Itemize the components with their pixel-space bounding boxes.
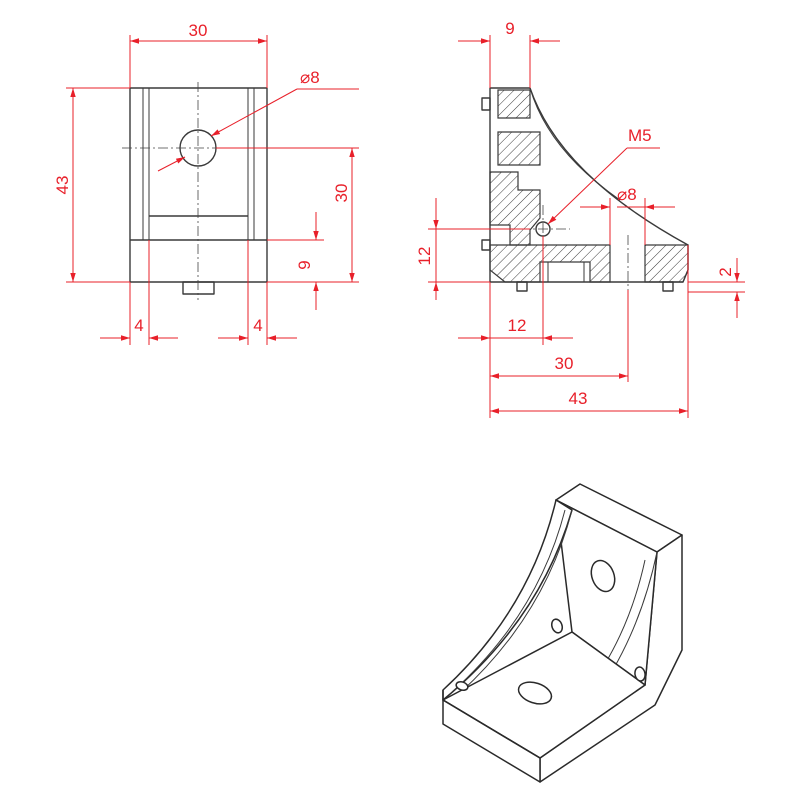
side-base-slot [547,261,585,283]
iso-vertical-large-hole [590,559,616,593]
dim-front-hole-leader [210,88,298,137]
side-hatch-middle [489,171,541,246]
dim-front-hole-height-label: 30 [332,184,351,203]
dim-side-total-length-label: 43 [569,389,588,408]
isometric-view [442,483,683,783]
dim-front-base-label: 9 [295,260,314,269]
dim-front-height-label: 43 [53,176,72,195]
front-dimensions: 30 ⌀8 43 30 9 4 4 [53,21,359,345]
iso-left-gusset-line [459,509,573,694]
side-hatch-top [497,89,531,119]
side-notch-4 [662,281,674,292]
front-slot-nut [182,281,215,295]
svg-text:⌀8: ⌀8 [300,68,320,87]
side-hatch-base-right [644,244,689,283]
iso-base-small-hole [455,681,469,691]
svg-text:⌀8: ⌀8 [617,185,637,204]
iso-vertical-small-hole [550,618,564,634]
dim-front-width-label: 30 [189,21,208,40]
dim-front-hole-label: 8 [310,68,319,87]
dim-side-top-label: 9 [505,19,514,38]
iso-base-large-hole [517,681,553,705]
dim-side-thread-leader [547,147,628,225]
dim-side-hole-label: 8 [627,185,636,204]
side-notch-1 [481,97,491,111]
front-view [122,82,276,300]
iso-side-small-hole [634,666,646,682]
side-hatch-upper [497,131,541,166]
diameter-symbol: ⌀ [300,68,310,87]
side-fillet-line [529,87,621,201]
side-view [481,87,689,292]
dim-front-right-rail-label: 4 [253,316,262,335]
dim-front-left-rail-label: 4 [134,316,143,335]
dim-side-thread-height-label: 12 [415,247,434,266]
dim-side-thread-label: M5 [628,126,652,145]
side-notch-2 [481,239,491,251]
side-hatch-base-left [489,244,611,283]
side-dimensions: 9 M5 ⌀8 12 2 12 30 [415,19,745,418]
dim-side-base-offset-label: 2 [716,267,735,276]
side-notch-3 [516,281,528,292]
dim-side-thread-offset-label: 12 [508,316,527,335]
dim-side-hole-offset-label: 30 [555,354,574,373]
